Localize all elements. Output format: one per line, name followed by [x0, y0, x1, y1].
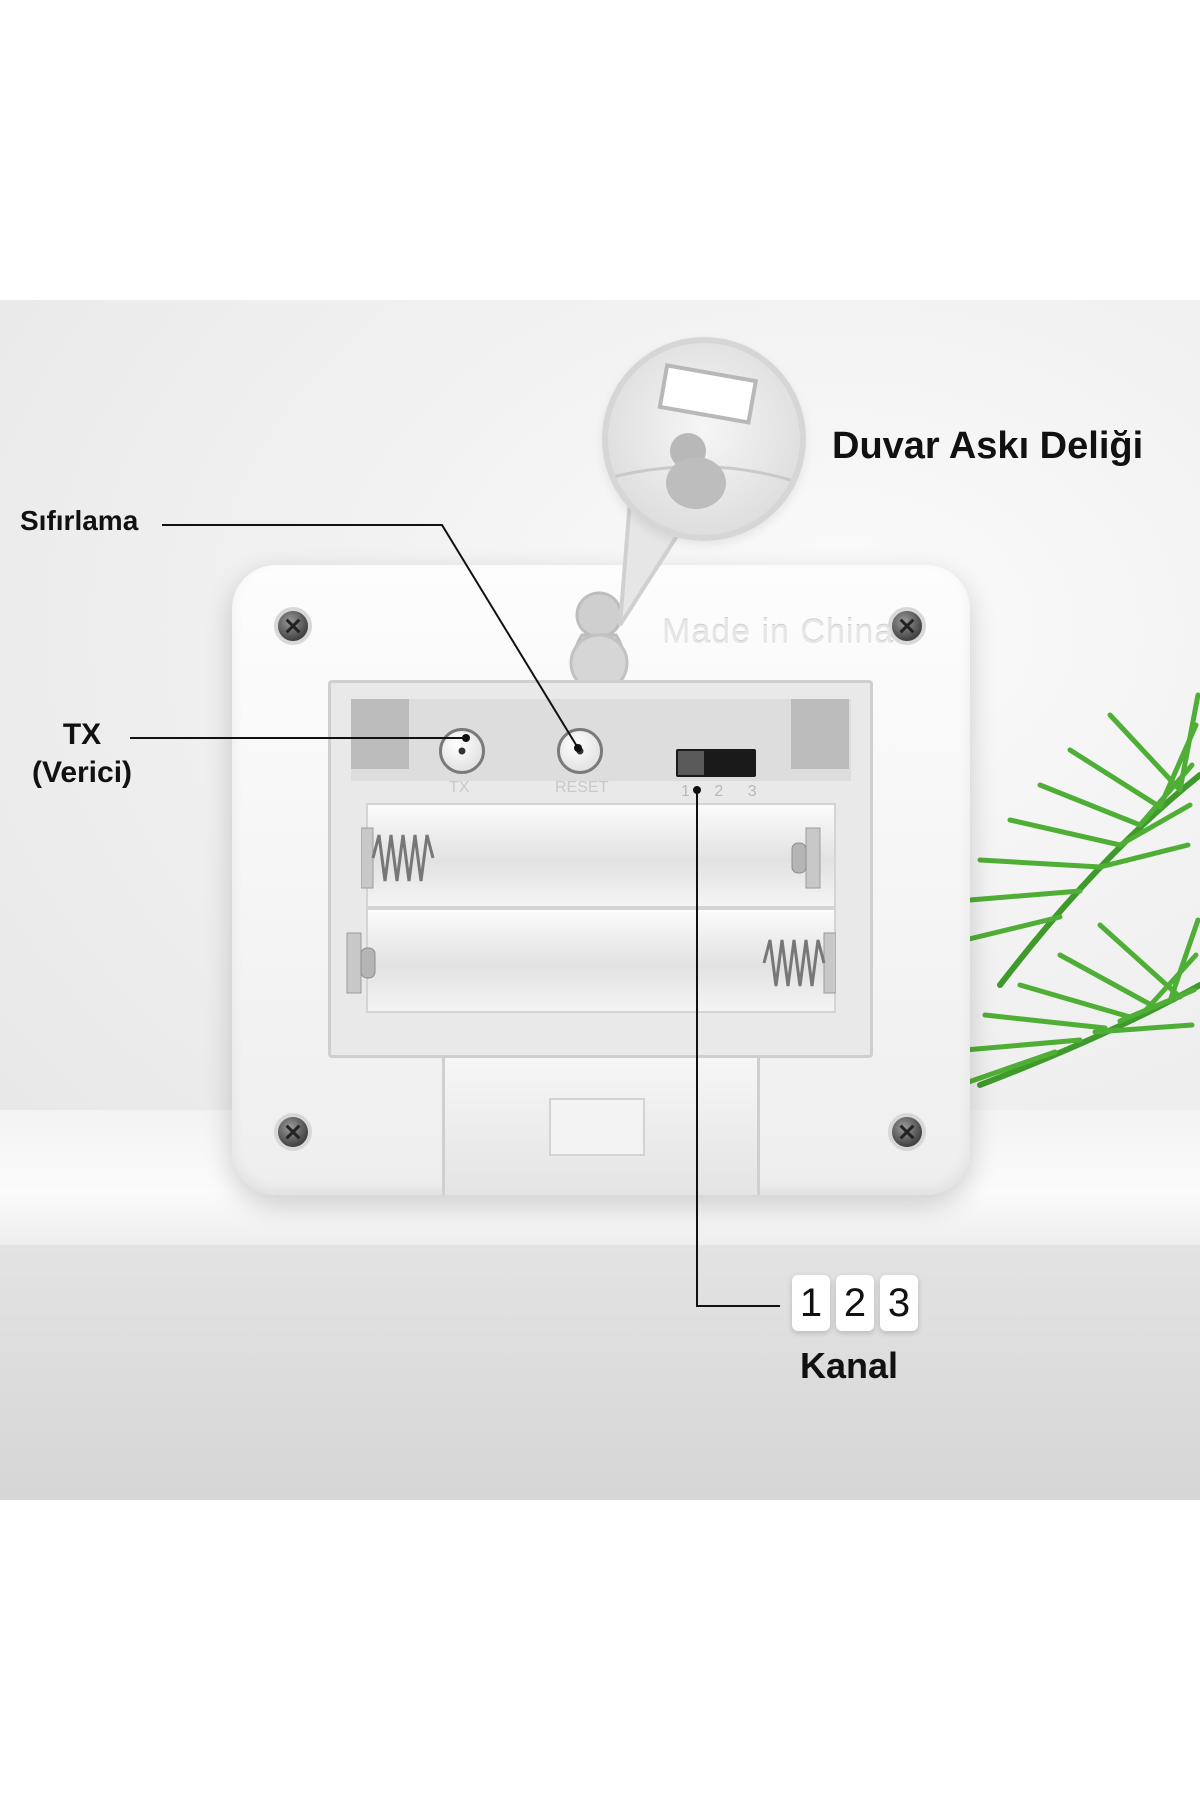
bottom-tab — [549, 1098, 645, 1156]
channel-digit-1: 1 — [792, 1275, 830, 1331]
channel-switch-numbers: 1 2 3 — [681, 783, 767, 800]
bottom-stand-recess — [442, 1058, 760, 1195]
screw-icon — [274, 607, 312, 645]
screw-icon — [274, 1113, 312, 1151]
tx-label-line2: (Verici) — [31, 756, 133, 789]
tx-button[interactable] — [439, 728, 485, 774]
spring-icon — [762, 932, 836, 994]
tx-label-line1: TX — [62, 718, 102, 751]
screw-icon — [888, 1113, 926, 1151]
compartment-clip-right — [791, 699, 849, 769]
channel-digit-2: 2 — [836, 1275, 874, 1331]
tx-label: TX (Verici) — [22, 716, 142, 792]
reset-button-label: RESET — [555, 779, 609, 796]
channel-digit-3: 3 — [880, 1275, 918, 1331]
wall-hang-hole — [569, 591, 629, 695]
spring-icon — [361, 827, 435, 889]
battery-slot-2 — [366, 908, 836, 1013]
channel-switch[interactable] — [676, 749, 756, 777]
emboss-text: Made in China — [662, 613, 895, 651]
reset-label: Sıfırlama — [20, 505, 139, 536]
compartment-clip-left — [351, 699, 409, 769]
sensor-device-back: Made in China TX RESET 1 2 3 — [232, 565, 970, 1195]
battery-contact — [346, 932, 376, 994]
channel-switch-knob[interactable] — [678, 751, 704, 775]
callout-lines — [130, 524, 780, 1307]
hang-hole-closeup — [608, 363, 800, 509]
screw-icon — [888, 607, 926, 645]
control-strip — [351, 699, 851, 781]
channel-label: Kanal — [800, 1345, 899, 1386]
wall-hole-zoom — [602, 337, 806, 541]
battery-slot-1 — [366, 803, 836, 908]
product-scene: Made in China TX RESET 1 2 3 — [0, 300, 1200, 1500]
tx-button-label: TX — [449, 779, 470, 796]
battery-contact — [791, 827, 821, 889]
palm-leaf-icon — [960, 692, 1200, 1088]
wall-hole-label: Duvar Askı Deliği — [832, 425, 1144, 467]
shelf-front — [0, 1245, 1200, 1500]
battery-compartment: TX RESET 1 2 3 — [328, 680, 873, 1058]
